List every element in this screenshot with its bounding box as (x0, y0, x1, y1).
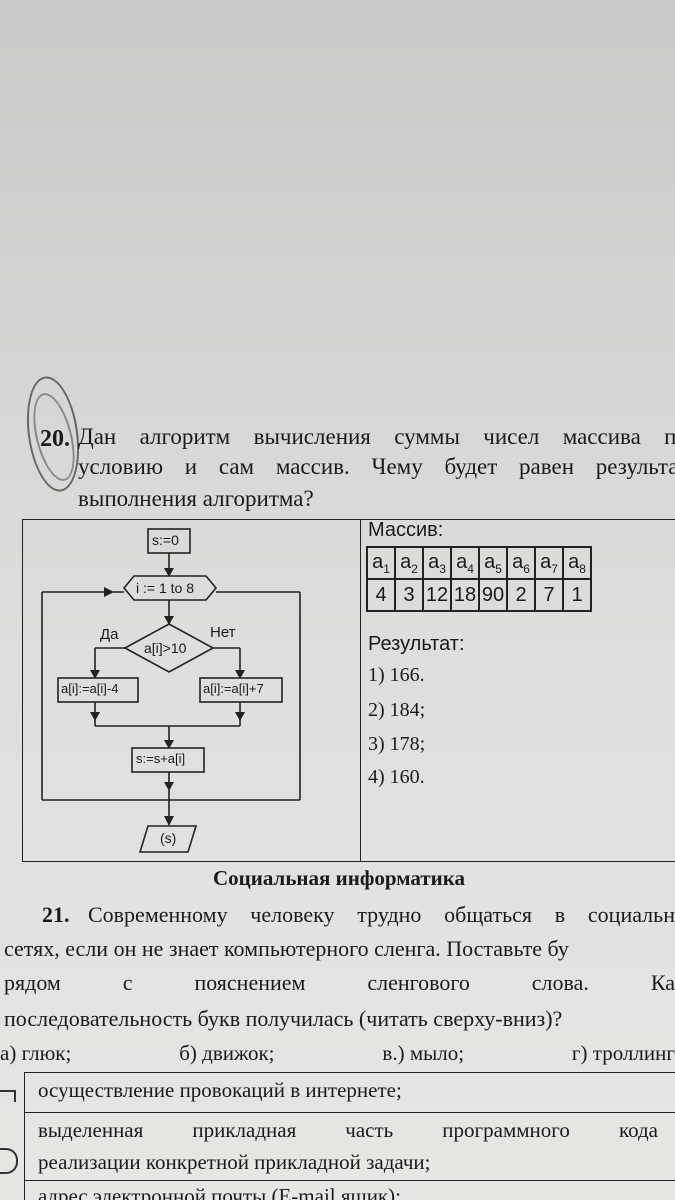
no-label: Нет (210, 624, 236, 641)
array-value-cell: 18 (450, 578, 480, 612)
output-parallelogram (138, 825, 198, 853)
array-table: a1 a2 a3 a4 a5 a6 a7 a8 4 3 12 18 90 2 7… (366, 546, 592, 612)
array-value-row: 4 3 12 18 90 2 7 1 (366, 578, 592, 612)
section-title: Социальная информатика (213, 866, 466, 890)
output-label: (s) (160, 830, 177, 846)
option-a: а) глюк; (0, 1041, 72, 1065)
definition-row-3: адрес электронной почты (E-mail ящик); (38, 1184, 401, 1200)
question-20-line-3: выполнения алгоритма? (78, 486, 314, 511)
table-row-line (24, 1180, 675, 1181)
question-20-line-2: условию и сам массив. Чему будет равен р… (78, 454, 675, 479)
definition-row-1: осуществление провокаций в интернете; (38, 1078, 402, 1102)
question-21-line-4: последовательность букв получилась (чита… (4, 1006, 563, 1031)
question-21-line-1: Современному человеку трудно общаться в … (88, 902, 675, 927)
definition-row-2-cont: реализации конкретной прикладной задачи; (38, 1150, 431, 1174)
array-value-cell: 3 (394, 578, 424, 612)
array-title: Массив: (368, 519, 444, 541)
array-header-cell: a5 (478, 546, 508, 580)
array-header-cell: a8 (562, 546, 592, 580)
array-header-cell: a7 (534, 546, 564, 580)
sum-box (131, 747, 205, 773)
table-left-line (24, 1072, 25, 1200)
frame-divider (360, 519, 361, 861)
question-21-number: 21. (42, 902, 70, 927)
right-op-box (199, 677, 283, 703)
question-20-number: 20. (40, 426, 70, 452)
table-row-line (24, 1112, 675, 1113)
array-header-cell: a4 (450, 546, 480, 580)
result-option-2: 2) 184; (368, 699, 426, 721)
array-header-cell: a2 (394, 546, 424, 580)
array-header-row: a1 a2 a3 a4 a5 a6 a7 a8 (366, 546, 592, 580)
array-header-cell: a1 (366, 546, 396, 580)
array-header-cell: a6 (506, 546, 536, 580)
array-value-cell: 90 (478, 578, 508, 612)
result-title: Результат: (368, 633, 465, 655)
margin-mark (0, 1090, 16, 1102)
array-header-cell: a3 (422, 546, 452, 580)
result-option-1: 1) 166. (368, 664, 425, 686)
array-value-cell: 12 (422, 578, 452, 612)
question-21-options: а) глюк; б) движок; в.) мыло; г) троллин… (0, 1041, 675, 1066)
right-op-label: a[i]:=a[i]+7 (203, 681, 264, 696)
result-option-3: 3) 178; (368, 733, 426, 755)
yes-label: Да (100, 626, 119, 643)
question-21-line-2: сетях, если он не знает компьютерного сл… (4, 936, 569, 961)
definition-row-2: выделенная прикладная часть программного… (38, 1118, 658, 1142)
question-20-frame (22, 519, 675, 862)
margin-mark (0, 1148, 18, 1174)
init-label: s:=0 (152, 532, 179, 548)
array-value-cell: 4 (366, 578, 396, 612)
question-20-line-1: Дан алгоритм вычисления суммы чисел масс… (78, 424, 675, 449)
left-op-box (57, 677, 139, 703)
left-op-label: a[i]:=a[i]-4 (61, 681, 119, 696)
table-top-line (24, 1072, 675, 1073)
loop-label: i := 1 to 8 (136, 580, 194, 596)
loop-hexagon (122, 575, 218, 601)
array-value-cell: 2 (506, 578, 536, 612)
condition-label: a[i]>10 (144, 640, 187, 656)
array-value-cell: 7 (534, 578, 564, 612)
array-value-cell: 1 (562, 578, 592, 612)
option-b: б) движок; (179, 1041, 275, 1065)
question-21-line-3: рядом с пояснением сленгового слова. Ка (4, 970, 675, 995)
sum-label: s:=s+a[i] (136, 751, 186, 766)
option-d: г) троллинг (571, 1041, 675, 1065)
option-c: в.) мыло; (382, 1041, 465, 1065)
result-option-4: 4) 160. (368, 766, 425, 788)
